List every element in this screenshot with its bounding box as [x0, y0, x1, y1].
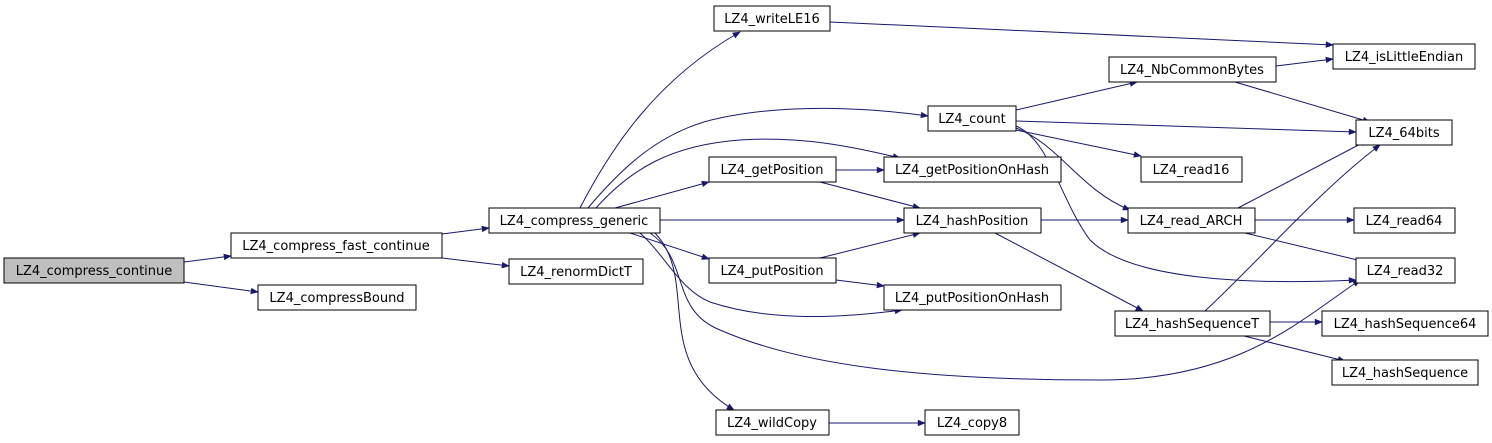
- node-label: LZ4_hashSequence64: [1334, 317, 1477, 332]
- edge-hashposition-to-hashsequencet: [994, 232, 1144, 312]
- edge-hashsequencet-to-hashsequence: [1239, 334, 1346, 363]
- edge-compress-continue-to-fast-continue: [183, 253, 232, 263]
- node-lz4-hashsequence64[interactable]: LZ4_hashSequence64: [1321, 310, 1489, 337]
- edge-count-to-read32: [1015, 125, 1357, 284]
- node-lz4-hashsequencet[interactable]: LZ4_hashSequenceT: [1114, 310, 1271, 337]
- node-label: LZ4_read64: [1366, 214, 1443, 229]
- node-lz4-compress-continue[interactable]: LZ4_compress_continue: [3, 257, 185, 284]
- node-label: LZ4_count: [938, 112, 1006, 127]
- node-label: LZ4_compress_generic: [500, 214, 649, 229]
- node-label: LZ4_read_ARCH: [1140, 214, 1243, 229]
- edge-count-to-64bits: [1015, 120, 1357, 135]
- node-label: LZ4_read16: [1153, 163, 1230, 178]
- edge-count-to-read16: [1015, 129, 1142, 158]
- node-label: LZ4_wildCopy: [727, 416, 817, 431]
- node-lz4-copy8[interactable]: LZ4_copy8: [924, 409, 1020, 436]
- node-lz4-compressbound[interactable]: LZ4_compressBound: [257, 284, 417, 311]
- node-label: LZ4_64bits: [1368, 126, 1439, 141]
- node-label: LZ4_compressBound: [269, 291, 404, 306]
- node-label: LZ4_getPosition: [721, 163, 824, 178]
- edge-read-arch-to-read32: [1244, 232, 1371, 265]
- node-label: LZ4_getPositionOnHash: [895, 163, 1049, 178]
- node-label: LZ4_NbCommonBytes: [1120, 63, 1264, 78]
- node-label: LZ4_putPosition: [720, 264, 823, 279]
- node-label: LZ4_writeLE16: [724, 12, 820, 27]
- node-lz4-read64[interactable]: LZ4_read64: [1353, 207, 1456, 234]
- edge-read-arch-to-64bits: [1237, 139, 1369, 209]
- node-lz4-hashposition[interactable]: LZ4_hashPosition: [903, 207, 1042, 234]
- node-lz4-wildcopy[interactable]: LZ4_wildCopy: [715, 409, 830, 436]
- node-lz4-read16[interactable]: LZ4_read16: [1140, 156, 1243, 183]
- edge-generic-to-getpositiononhash: [595, 138, 901, 209]
- node-lz4-nbcommonbytes[interactable]: LZ4_NbCommonBytes: [1108, 56, 1277, 83]
- node-label: LZ4_compress_continue: [16, 264, 173, 279]
- edge-generic-to-putpositiononhash: [639, 232, 903, 318]
- edge-generic-to-writele16: [579, 31, 741, 209]
- node-lz4-read32[interactable]: LZ4_read32: [1355, 257, 1456, 284]
- node-label: LZ4_hashSequenceT: [1125, 317, 1259, 332]
- node-lz4-putpositiononhash[interactable]: LZ4_putPositionOnHash: [883, 284, 1062, 311]
- node-lz4-getpositiononhash[interactable]: LZ4_getPositionOnHash: [883, 156, 1062, 183]
- node-lz4-count[interactable]: LZ4_count: [927, 105, 1017, 132]
- node-lz4-renormdictt[interactable]: LZ4_renormDictT: [508, 258, 644, 285]
- edge-fast-continue-to-generic: [441, 225, 490, 235]
- edge-nbcommonbytes-to-islittleendian: [1275, 56, 1334, 67]
- edge-hashsequencet-to-64bits: [1204, 144, 1381, 312]
- edge-putposition-to-putpositiononhash: [835, 279, 885, 289]
- node-label: LZ4_copy8: [937, 416, 1007, 431]
- edge-writele16-to-islittleendian: [829, 21, 1334, 48]
- node-lz4-getposition[interactable]: LZ4_getPosition: [708, 156, 837, 183]
- edge-generic-to-putposition: [629, 232, 710, 260]
- node-lz4-islittleendian[interactable]: LZ4_isLittleEndian: [1332, 43, 1476, 70]
- edge-nbcommonbytes-to-64bits: [1234, 81, 1371, 124]
- edge-compress-continue-to-compressbound: [183, 281, 259, 295]
- node-label: LZ4_compress_fast_continue: [242, 239, 429, 254]
- edge-count-to-nbcommonbytes: [1015, 80, 1138, 111]
- edge-generic-to-wildcopy: [654, 232, 735, 411]
- node-lz4-writele16[interactable]: LZ4_writeLE16: [713, 5, 831, 32]
- edge-getposition-to-hashposition: [819, 181, 921, 210]
- node-lz4-hashsequence[interactable]: LZ4_hashSequence: [1331, 359, 1479, 386]
- edge-generic-to-count: [587, 107, 929, 209]
- node-label: LZ4_isLittleEndian: [1345, 50, 1464, 65]
- node-label: LZ4_renormDictT: [520, 265, 632, 280]
- node-label: LZ4_hashSequence: [1342, 366, 1468, 381]
- node-label: LZ4_read32: [1367, 264, 1444, 279]
- node-label: LZ4_putPositionOnHash: [895, 291, 1049, 306]
- edge-putposition-to-hashposition: [819, 231, 921, 259]
- edge-fast-continue-to-renormdictt: [441, 257, 510, 269]
- node-lz4-compress-fast-continue[interactable]: LZ4_compress_fast_continue: [230, 232, 443, 259]
- node-lz4-compress-generic[interactable]: LZ4_compress_generic: [488, 207, 661, 234]
- node-lz4-putposition[interactable]: LZ4_putPosition: [708, 257, 837, 284]
- node-lz4-64bits[interactable]: LZ4_64bits: [1355, 119, 1453, 146]
- edge-generic-to-getposition: [614, 180, 710, 209]
- node-lz4-read-arch[interactable]: LZ4_read_ARCH: [1127, 207, 1256, 234]
- node-label: LZ4_hashPosition: [916, 214, 1029, 229]
